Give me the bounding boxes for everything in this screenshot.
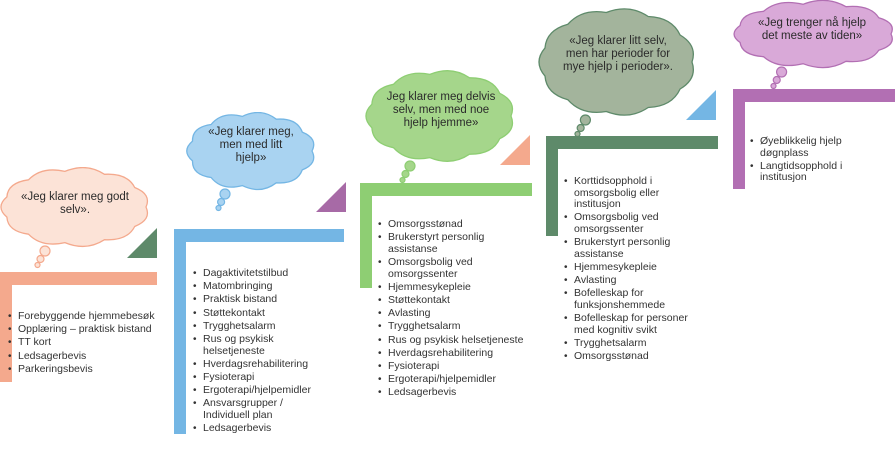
list-item: Ergoterapi/hjelpemidler xyxy=(378,373,528,386)
list-item: Støttekontakt xyxy=(193,307,328,320)
step-5-stem xyxy=(733,89,745,189)
list-item: Brukerstyrt personlig assistanse xyxy=(378,231,528,255)
list-item: Bofelleskap for personer med kognitiv sv… xyxy=(564,312,704,336)
list-item: Avlasting xyxy=(564,275,704,287)
list-item: Omsorgsbolig ved omsorgssenter xyxy=(564,212,704,235)
step-2-service-list: DagaktivitetstilbudMatombringingPraktisk… xyxy=(193,267,328,436)
step-4-triangle xyxy=(686,90,716,120)
list-item: Hjemmesykepleie xyxy=(378,281,528,294)
list-item: Matombringing xyxy=(193,281,328,293)
list-item: Støttekontakt xyxy=(378,294,528,307)
list-item: Parkeringsbevis xyxy=(8,363,158,376)
list-item: Trygghetsalarm xyxy=(564,337,704,350)
step-1-thought-cloud xyxy=(0,167,150,269)
step-4-stem xyxy=(546,136,558,236)
step-2-stem xyxy=(174,229,186,434)
list-item: Ledsagerbevis xyxy=(8,350,158,363)
step-1-triangle xyxy=(127,228,157,258)
step-4-quote: «Jeg klarer litt selv, men har perioder … xyxy=(563,34,673,73)
step-3-thought-cloud xyxy=(365,70,515,184)
list-item: Forebyggende hjemmebesøk xyxy=(8,310,158,323)
step-4-service-list: Korttidsopphold i omsorgsbolig eller ins… xyxy=(564,175,704,364)
list-item: Hjemmesykepleie xyxy=(564,261,704,274)
list-item: Trygghetsalarm xyxy=(378,321,528,333)
list-item: Ansvarsgrupper / Individuell plan xyxy=(193,397,328,421)
list-item: Avlasting xyxy=(378,308,528,320)
list-item: Hverdagsrehabilitering xyxy=(193,358,328,371)
step-1-service-list: Forebyggende hjemmebesøkOpplæring – prak… xyxy=(8,310,158,377)
list-item: Ergoterapi/hjelpemidler xyxy=(193,384,328,397)
step-3-service-list: OmsorgsstønadBrukerstyrt personlig assis… xyxy=(378,218,528,400)
list-item: Korttidsopphold i omsorgsbolig eller ins… xyxy=(564,175,704,211)
step-5-quote: «Jeg trenger nå hjelp det meste av tiden… xyxy=(757,17,867,42)
list-item: Rus og psykisk helsetjeneste xyxy=(193,333,328,357)
list-item: Fysioterapi xyxy=(193,371,328,384)
step-3-quote: Jeg klarer meg delvis selv, men med noe … xyxy=(386,90,496,129)
step-2-bar xyxy=(174,229,344,242)
step-5-service-list: Øyeblikkelig hjelp døgnplassLangtidsopph… xyxy=(750,135,890,186)
list-item: Fysioterapi xyxy=(378,360,528,373)
list-item: Ledsagerbevis xyxy=(378,387,528,399)
list-item: Bofelleskap for funksjonshemmede xyxy=(564,287,704,311)
list-item: Øyeblikkelig hjelp døgnplass xyxy=(750,135,890,159)
list-item: Trygghetsalarm xyxy=(193,320,328,333)
step-2-quote: «Jeg klarer meg, men med litt hjelp» xyxy=(208,125,294,164)
list-item: Ledsagerbevis xyxy=(193,422,328,435)
list-item: Brukerstyrt personlig assistanse xyxy=(564,236,704,260)
step-1-quote: «Jeg klarer meg godt selv». xyxy=(20,191,130,216)
step-3-stem xyxy=(360,183,372,288)
list-item: Omsorgsbolig ved omsorgssenter xyxy=(378,256,528,280)
list-item: Opplæring – praktisk bistand xyxy=(8,324,158,336)
step-3-bar xyxy=(360,183,532,196)
step-1-bar xyxy=(0,272,157,285)
step-4-bar xyxy=(546,136,718,149)
step-4-thought-cloud xyxy=(538,8,696,138)
list-item: TT kort xyxy=(8,337,158,349)
list-item: Omsorgsstønad xyxy=(564,350,704,363)
list-item: Rus og psykisk helsetjeneste xyxy=(378,334,528,347)
step-2-thought-cloud xyxy=(186,112,316,212)
step-5-thought-cloud xyxy=(733,0,895,90)
list-item: Praktisk bistand xyxy=(193,294,328,306)
step-2-triangle xyxy=(316,182,346,212)
list-item: Omsorgsstønad xyxy=(378,218,528,231)
step-3-triangle xyxy=(500,135,530,165)
list-item: Dagaktivitetstilbud xyxy=(193,267,328,280)
list-item: Hverdagsrehabilitering xyxy=(378,347,528,360)
step-5-bar xyxy=(733,89,895,102)
list-item: Langtidsopphold i institusjon xyxy=(750,160,890,184)
